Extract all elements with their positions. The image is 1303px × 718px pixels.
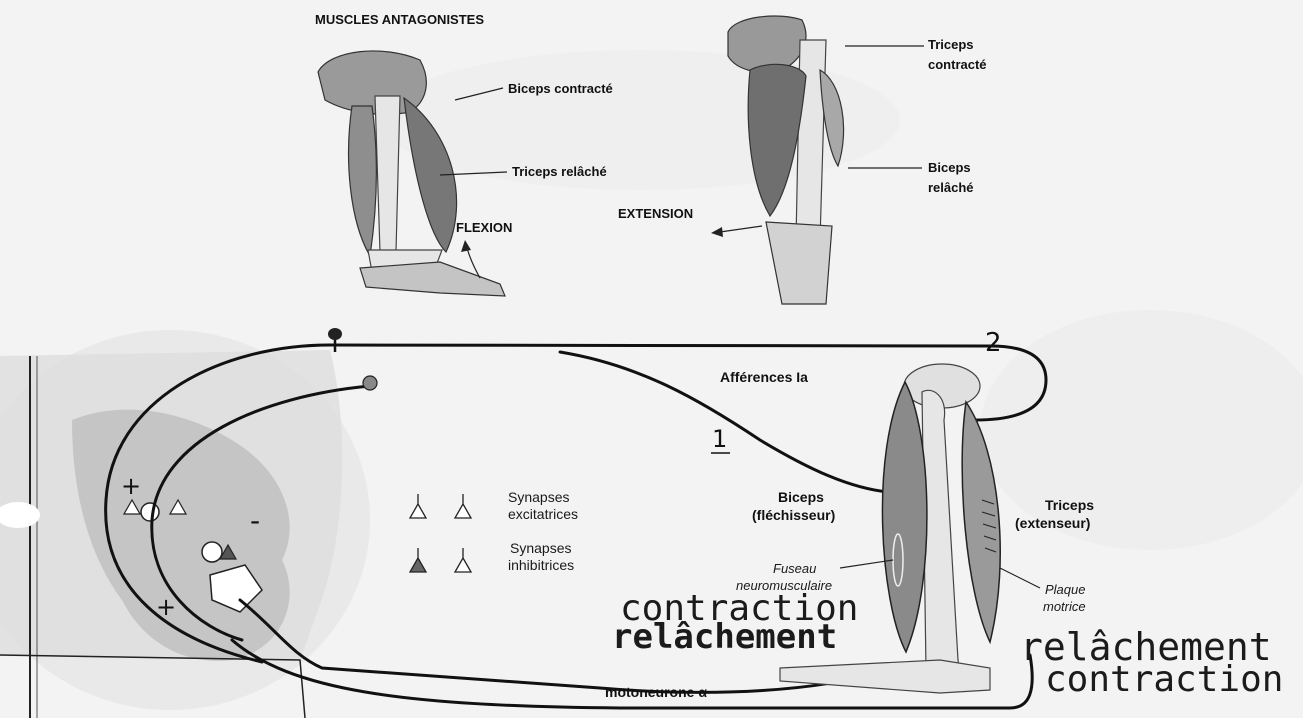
humerus-bone (375, 96, 400, 252)
pathway-2-label: 2 (985, 328, 1002, 358)
plaque-label-line1: Plaque (1045, 582, 1085, 597)
inhibitory-sign: - (250, 504, 260, 537)
excitatory-sign: + (121, 472, 141, 500)
excitatory-legend-line2: excitatrices (508, 506, 578, 522)
interneuron (202, 542, 222, 562)
fuseau-label-line1: Fuseau (773, 561, 816, 576)
biceps-relaxed-label-line2: relâché (928, 180, 974, 195)
triceps-label-line1: Triceps (1045, 497, 1094, 513)
inhibitory-legend-line1: Synapses (510, 540, 571, 556)
excitatory-legend-line1: Synapses (508, 489, 569, 505)
spinal-ganglion (328, 328, 342, 340)
extension-label: EXTENSION (618, 206, 693, 221)
biceps-contracted-label: Biceps contracté (508, 81, 613, 96)
triceps-contracted-label-line2: contracté (928, 57, 987, 72)
triceps-state-contraction: contraction (1045, 659, 1283, 700)
afferences-label: Afférences Ia (720, 369, 808, 385)
spinal-ganglion-small (363, 376, 377, 390)
interneuron (141, 503, 159, 521)
biceps-relaxed-label-line1: Biceps (928, 160, 971, 175)
triceps-label-line2: (extenseur) (1015, 515, 1090, 531)
inhibitory-legend-line2: inhibitrices (508, 557, 574, 573)
biceps-label-line1: Biceps (778, 489, 824, 505)
plaque-label-line2: motrice (1043, 599, 1086, 614)
motoneuron-label: motoneurone α (605, 684, 707, 700)
triceps-contracted-label-line1: Triceps (928, 37, 974, 52)
pathway-1-label: 1 (712, 425, 727, 453)
biceps-label-line2: (fléchisseur) (752, 507, 835, 523)
triceps-relaxed-label: Triceps relâché (512, 164, 607, 179)
section-title: MUSCLES ANTAGONISTES (315, 12, 484, 27)
flexion-label: FLEXION (456, 220, 512, 235)
biceps-state-relaxation: relâchement (612, 617, 837, 657)
